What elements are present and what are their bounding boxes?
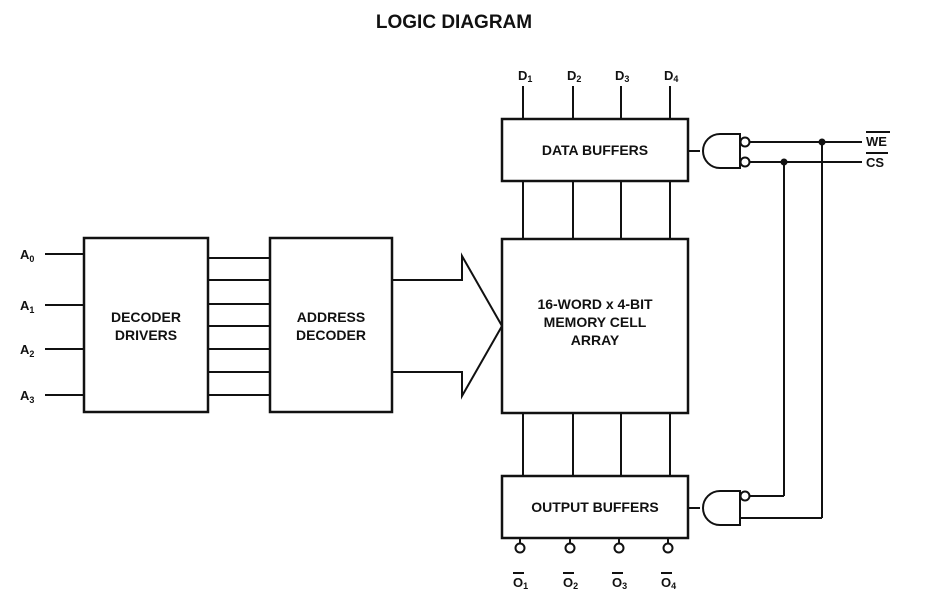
diagram-title: LOGIC DIAGRAM	[376, 12, 532, 33]
output-control-gate	[688, 490, 751, 526]
control-wiring	[740, 138, 862, 519]
output-lines	[514, 538, 674, 554]
output-buffers-block	[500, 474, 690, 540]
decoder-drivers-label-line2: DRIVERS	[115, 327, 177, 343]
data-input-lines	[522, 86, 671, 119]
pin-label-d2: D2	[567, 68, 581, 84]
pin-label-a1: A1	[20, 298, 34, 315]
memory-array-label-line1: 16-WORD x 4-BIT	[537, 296, 653, 312]
address-input-lines	[45, 253, 84, 396]
data-buffers-label: DATA BUFFERS	[542, 142, 648, 158]
address-decoder-label-line1: ADDRESS	[297, 309, 365, 325]
pin-label-a3: A3	[20, 388, 34, 405]
bus-arrow	[392, 252, 504, 400]
write-control-gate	[688, 133, 751, 169]
pin-label-a2: A2	[20, 342, 34, 359]
pin-label-d3: D3	[615, 68, 629, 84]
memory-array-label-line2: MEMORY CELL	[544, 314, 647, 330]
output-buffers-label: OUTPUT BUFFERS	[531, 499, 659, 515]
data-buffers-block	[500, 117, 690, 183]
address-decoder-label-line2: DECODER	[296, 327, 366, 343]
pin-label-a0: A0	[20, 247, 34, 264]
pin-label-d4: D4	[664, 68, 678, 84]
signal-label-we: WE	[866, 134, 887, 149]
address-decoder-block	[268, 236, 394, 414]
memory-array-block	[500, 237, 690, 415]
array-to-output-lines	[522, 413, 671, 476]
pin-label-o4: O4	[661, 575, 676, 591]
pin-label-o2: O2	[563, 575, 578, 591]
decoder-drivers-label-line1: DECODER	[111, 309, 181, 325]
buffer-to-array-lines	[522, 181, 671, 239]
pin-label-d1: D1	[518, 68, 532, 84]
signal-label-cs: CS	[866, 155, 884, 170]
pin-label-o3: O3	[612, 575, 627, 591]
pin-label-o1: O1	[513, 575, 528, 591]
decoder-drivers-block	[82, 236, 210, 414]
memory-array-label-line3: ARRAY	[571, 332, 620, 348]
driver-to-decoder-lines	[208, 257, 270, 396]
